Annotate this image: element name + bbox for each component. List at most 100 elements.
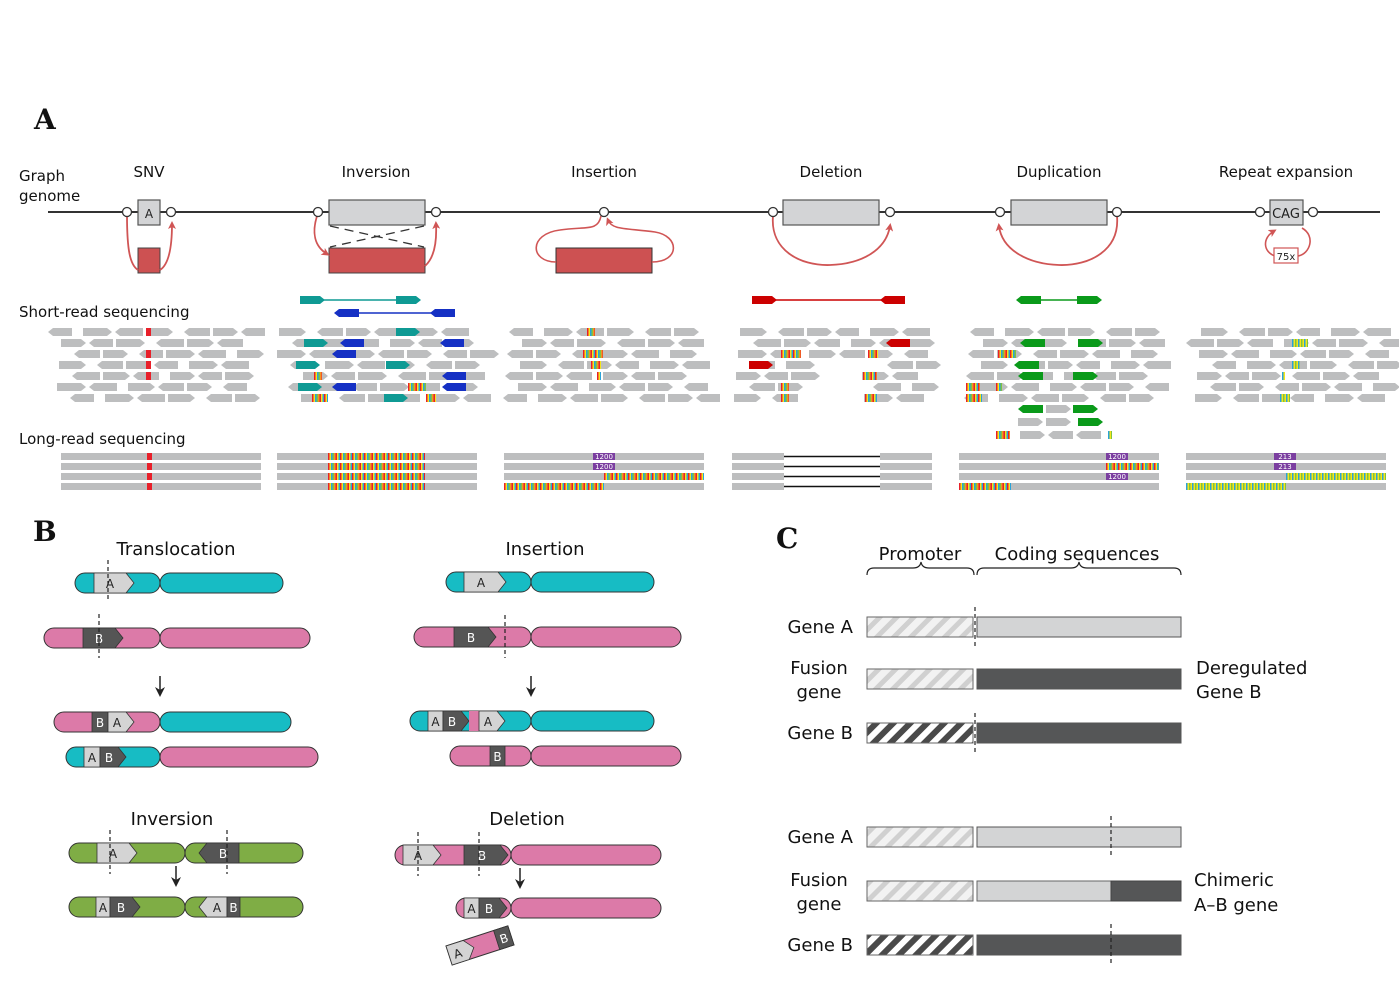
- stripe: [338, 453, 340, 460]
- stripe: [373, 483, 375, 490]
- read: [615, 361, 639, 369]
- stripe: [364, 463, 366, 470]
- stripe: [1335, 473, 1337, 480]
- stripe: [409, 453, 411, 460]
- stripe: [388, 473, 390, 480]
- stripe: [385, 483, 387, 490]
- stripe: [561, 483, 563, 490]
- stripe: [1353, 473, 1355, 480]
- stripe: [365, 483, 367, 490]
- read: [749, 383, 775, 391]
- stripe: [676, 473, 678, 480]
- stripe: [1005, 483, 1007, 490]
- stripe: [380, 463, 382, 470]
- stripe: [598, 350, 600, 358]
- read: [1145, 383, 1169, 391]
- stripe: [376, 463, 378, 470]
- stripe: [1207, 483, 1209, 490]
- stripe: [397, 473, 399, 480]
- segment-label: B: [105, 751, 113, 765]
- stripe: [1299, 473, 1301, 480]
- stripe: [979, 394, 981, 402]
- read: [115, 328, 143, 336]
- read: [1018, 418, 1043, 426]
- read: [1334, 383, 1362, 391]
- stripe: [1383, 473, 1385, 480]
- discordant-read: [442, 383, 466, 391]
- promoter-header: Promoter: [879, 544, 962, 565]
- stripe: [1121, 463, 1123, 470]
- stripe: [324, 394, 326, 402]
- stripe: [516, 483, 518, 490]
- stripe: [574, 483, 576, 490]
- gene-label: Gene A: [787, 617, 853, 638]
- stripe: [980, 483, 982, 490]
- stripe: [418, 383, 420, 391]
- stripe: [1373, 473, 1375, 480]
- stripe: [1292, 473, 1294, 480]
- read: [507, 350, 533, 358]
- stripe: [394, 473, 396, 480]
- stripe: [589, 350, 591, 358]
- stripe: [1113, 463, 1115, 470]
- stripe: [358, 453, 360, 460]
- snv-mismatch: [146, 372, 151, 380]
- stripe: [356, 463, 358, 470]
- stripe: [1208, 483, 1210, 490]
- stripe: [507, 483, 509, 490]
- stripe: [385, 453, 387, 460]
- stripe: [1329, 473, 1331, 480]
- stripe: [1285, 483, 1286, 490]
- stripe: [968, 483, 970, 490]
- chromosome-arm: [159, 711, 292, 733]
- stripe: [415, 483, 417, 490]
- stripe: [541, 483, 543, 490]
- stripe: [872, 394, 874, 402]
- stripe: [997, 431, 999, 439]
- stripe: [391, 453, 393, 460]
- segment-label: B: [498, 931, 510, 947]
- stripe: [406, 483, 408, 490]
- stripe: [998, 483, 1000, 490]
- read: [59, 361, 86, 369]
- inversion-edge-in: [313, 215, 330, 256]
- stripe: [1271, 483, 1273, 490]
- insertion-graph: [535, 206, 675, 274]
- read: [518, 383, 547, 391]
- stripe: [382, 473, 384, 480]
- softclip: [781, 394, 789, 402]
- read: [103, 350, 128, 358]
- stripe: [605, 473, 607, 480]
- stripe: [640, 473, 642, 480]
- stripe: [409, 383, 411, 391]
- stripe: [589, 483, 591, 490]
- stripe: [1293, 473, 1295, 480]
- read: [696, 394, 720, 402]
- stripe: [1196, 483, 1198, 490]
- stripe: [626, 473, 628, 480]
- stripe: [343, 463, 345, 470]
- read: [1302, 383, 1331, 391]
- stripe: [368, 463, 370, 470]
- stripe: [1293, 339, 1295, 347]
- stripe: [1106, 463, 1108, 470]
- stripe: [344, 463, 346, 470]
- read: [851, 339, 876, 347]
- duplication-graph: [994, 199, 1123, 266]
- read: [784, 339, 811, 347]
- stripe: [996, 431, 998, 439]
- stripe: [1136, 463, 1138, 470]
- read: [520, 361, 547, 369]
- stripe: [965, 483, 967, 490]
- stripe: [353, 463, 355, 470]
- stripe: [435, 394, 436, 402]
- stripe: [337, 483, 339, 490]
- stripe: [876, 372, 877, 380]
- stripe: [1298, 339, 1300, 347]
- stripe: [984, 483, 986, 490]
- read: [346, 328, 371, 336]
- read: [645, 328, 671, 336]
- discordant-read: [886, 339, 910, 347]
